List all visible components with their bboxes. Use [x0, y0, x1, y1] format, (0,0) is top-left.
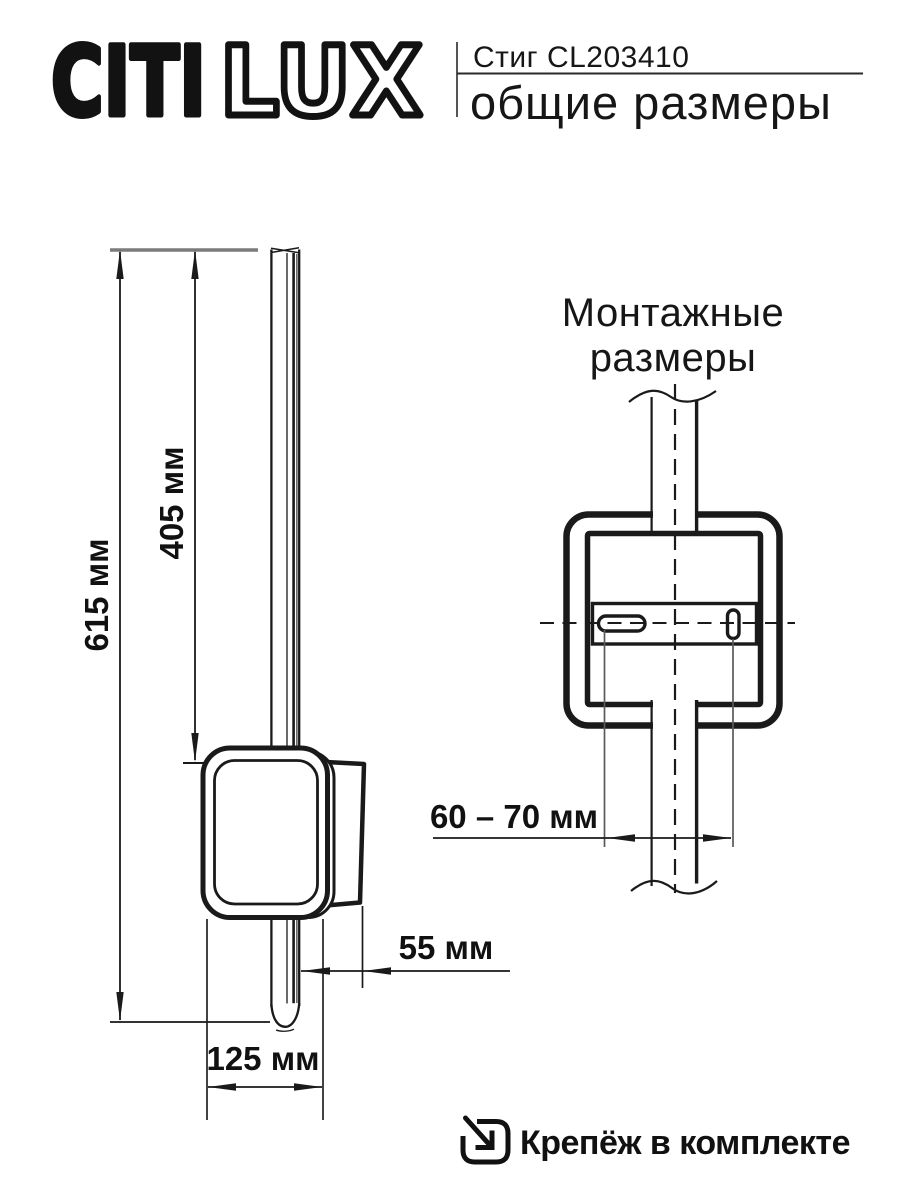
general-view	[110, 247, 510, 1120]
dim-125	[208, 1083, 322, 1091]
mounting-title-line2: размеры	[589, 336, 757, 380]
break-line-bottom	[630, 879, 718, 895]
dim-label-hole-spacing: 60 – 70 мм	[429, 798, 599, 835]
dim-55	[301, 906, 510, 988]
dim-405	[183, 250, 206, 764]
dim-label-bar-height: 405 мм	[153, 446, 190, 560]
mounting-title-line1: Монтажные	[561, 291, 785, 335]
dim-label-total-height: 615 мм	[78, 538, 115, 652]
arrow-down-right-icon	[463, 1115, 495, 1150]
page-title: общие размеры	[470, 76, 832, 129]
mount-slot-vertical	[725, 608, 741, 641]
dim-6070-extensions	[603, 630, 734, 847]
lamp-body-front	[200, 745, 330, 920]
dim-label-width: 125 мм	[206, 1040, 320, 1077]
product-name: Стиг CL203410	[473, 41, 690, 74]
header-divider-lines	[456, 42, 863, 117]
break-line-top	[628, 389, 717, 403]
dim-615	[116, 250, 124, 1021]
mounting-view	[433, 384, 795, 895]
dim-125-extensions	[206, 919, 324, 1120]
logo-text-solid: CITI	[51, 34, 206, 126]
dim-6070	[433, 834, 731, 842]
lamp-body	[200, 745, 367, 920]
logo-text-outline: LUX	[220, 34, 422, 126]
center-lines	[540, 384, 795, 893]
dim-label-depth: 55 мм	[398, 929, 494, 966]
citilux-logo: CITI LUX	[35, 34, 435, 126]
hardware-included-note: Крепёж в комплекте	[520, 1124, 851, 1162]
hardware-included-icon	[460, 1115, 511, 1165]
lamp-body-diffuser	[213, 759, 319, 906]
